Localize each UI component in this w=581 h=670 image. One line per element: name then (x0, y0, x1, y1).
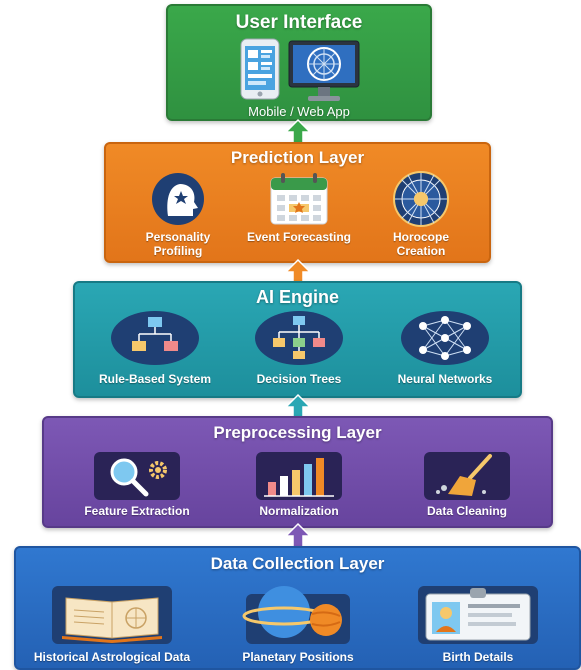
birth-details-item: Birth Details (418, 586, 538, 666)
planetary-positions-label: Planetary Positions (242, 650, 354, 664)
ai-engine-layer: AI Engine Rule-Based System (73, 281, 522, 398)
event-forecasting-label: Event Forecasting (246, 230, 352, 244)
monitor-icon (288, 40, 360, 109)
horoscope-creation-label: Horocope Creation (392, 230, 449, 258)
event-forecasting-item: Event Forecasting (247, 172, 351, 262)
prediction-layer: Prediction Layer Personality Profiling (104, 142, 491, 263)
tree-diagram-icon (255, 310, 343, 371)
preprocessing-layer: Preprocessing Layer Feature Extraction (42, 416, 553, 528)
historical-astrological-data-item: Historical Astrological Data (34, 586, 190, 666)
ai-engine-title: AI Engine (255, 287, 339, 307)
magnifier-gear-icon (94, 452, 180, 505)
personality-profiling-item: Personality Profiling (146, 172, 210, 262)
rule-based-system-label: Rule-Based System (98, 372, 212, 386)
horoscope-creation-item: Horocope Creation (389, 170, 453, 260)
neural-networks-item: Neural Networks (398, 310, 492, 394)
normalization-item: Normalization (256, 452, 342, 524)
neural-networks-label: Neural Networks (397, 372, 493, 386)
user-interface-layer: User Interface (166, 4, 432, 121)
data-collection-layer-title: Data Collection Layer (210, 554, 385, 573)
planetary-positions-item: Planetary Positions (238, 580, 358, 666)
personality-profiling-label: Personality Profiling (145, 230, 211, 258)
bar-chart-icon (256, 452, 342, 505)
prediction-layer-title: Prediction Layer (230, 148, 365, 167)
normalization-label: Normalization (259, 504, 339, 518)
planets-icon (238, 580, 358, 651)
flowchart-icon (111, 310, 199, 371)
user-interface-title: User Interface (235, 12, 363, 33)
calendar-icon (267, 172, 331, 231)
feature-extraction-label: Feature Extraction (84, 504, 190, 518)
neural-network-icon (401, 310, 489, 371)
head-star-icon (146, 172, 210, 231)
zodiac-wheel-icon (391, 170, 451, 233)
decision-trees-label: Decision Trees (256, 372, 342, 386)
preprocessing-layer-title: Preprocessing Layer (213, 423, 382, 442)
feature-extraction-item: Feature Extraction (84, 452, 190, 524)
ui-caption: Mobile / Web App (248, 104, 350, 119)
open-book-icon (52, 586, 172, 649)
smartphone-icon (240, 38, 280, 105)
historical-astrological-data-label: Historical Astrological Data (33, 650, 191, 664)
broom-icon (424, 452, 510, 505)
data-collection-layer: Data Collection Layer Historical Astrolo… (14, 546, 581, 670)
decision-trees-item: Decision Trees (255, 310, 343, 394)
birth-details-label: Birth Details (442, 650, 514, 664)
id-card-icon (418, 586, 538, 649)
data-cleaning-label: Data Cleaning (426, 504, 507, 518)
data-cleaning-item: Data Cleaning (424, 452, 510, 524)
rule-based-system-item: Rule-Based System (99, 310, 211, 394)
